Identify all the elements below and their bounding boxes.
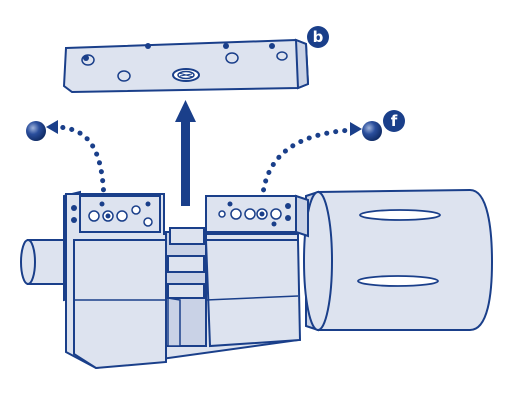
screw-hole — [276, 51, 288, 61]
threaded-hole — [172, 68, 200, 82]
spindle-stub — [20, 239, 71, 285]
screw-hole — [225, 52, 239, 64]
ball-bearing-right — [362, 121, 382, 141]
callout-f: f — [383, 110, 405, 132]
screw-hole — [81, 54, 95, 66]
up-arrow — [175, 100, 196, 206]
ball-bearing-left — [26, 121, 46, 141]
callout-b-label: b — [313, 28, 324, 46]
callout-f-label: f — [391, 112, 398, 130]
arrowhead — [46, 120, 58, 134]
pin-holes-left — [71, 201, 153, 227]
knob-grip-slot — [359, 209, 441, 221]
pin-bar-removed — [62, 38, 310, 94]
screw-hole — [117, 70, 131, 82]
dotted-arc-left — [46, 120, 107, 211]
pin-hole — [223, 43, 229, 49]
lock-cylinder-body — [63, 190, 309, 370]
pin-hole — [145, 43, 151, 49]
pin-hole — [269, 43, 275, 49]
arrowhead — [350, 122, 362, 136]
cam-bar — [169, 227, 205, 245]
callout-b: b — [307, 26, 329, 48]
pin-holes-right — [218, 201, 291, 227]
knob — [303, 188, 494, 332]
dotted-arc-right — [259, 122, 362, 211]
knob-grip-slot — [357, 275, 439, 287]
